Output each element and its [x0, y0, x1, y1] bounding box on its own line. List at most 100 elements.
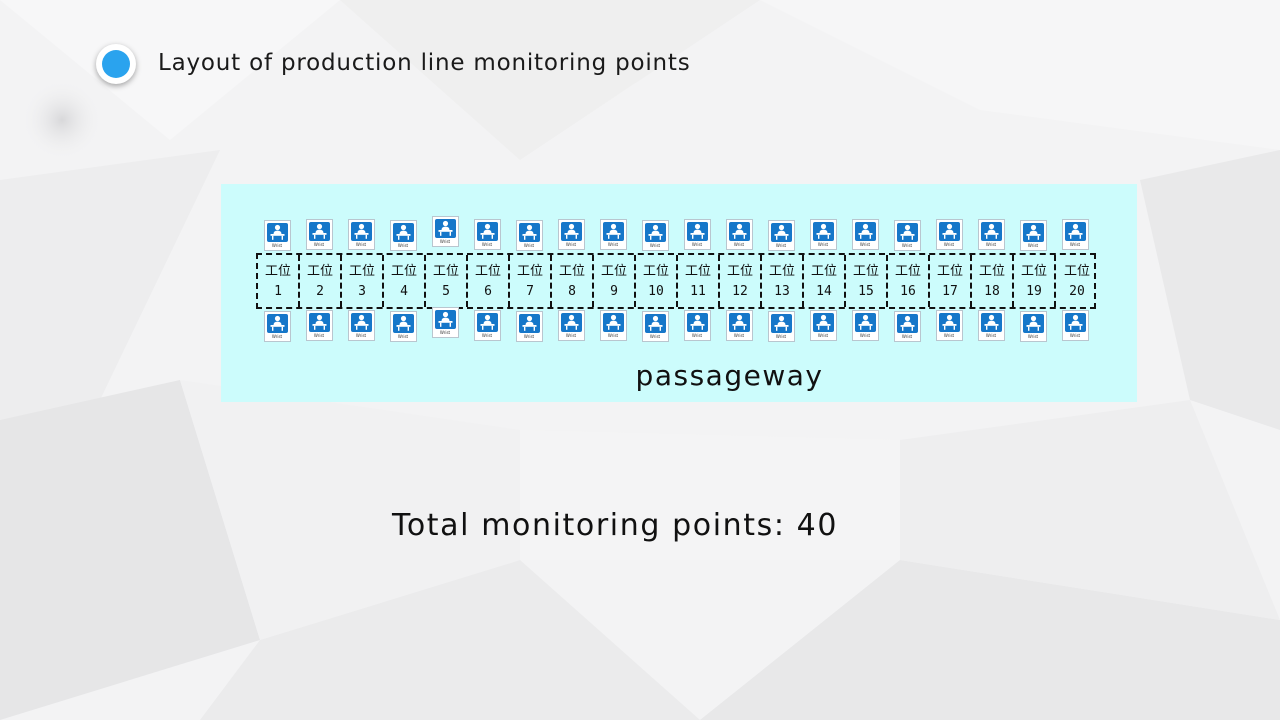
monitoring-point-caption: Wrist: [649, 243, 661, 248]
workstation-number: 12: [732, 284, 748, 299]
monitoring-point-top-13: Wrist: [767, 220, 795, 251]
monitoring-point-caption: Wrist: [1069, 242, 1081, 247]
worker-at-desk-icon: [518, 314, 540, 333]
workstation-label: 工位: [768, 264, 795, 279]
workstation-number: 13: [774, 284, 790, 299]
worker-at-desk-icon: [644, 223, 666, 242]
worker-at-desk-icon: [812, 313, 834, 332]
workstation-label: 工位: [600, 264, 627, 279]
worker-at-desk-icon: [518, 223, 540, 242]
monitoring-point-top-14: Wrist: [809, 219, 837, 250]
monitoring-point-caption: Wrist: [901, 243, 913, 248]
monitoring-point-caption: Wrist: [691, 242, 703, 247]
workstation-number: 18: [984, 284, 1000, 299]
worker-at-desk-icon: [854, 313, 876, 332]
monitoring-point-caption: Wrist: [565, 242, 577, 247]
monitoring-point-caption: Wrist: [775, 334, 787, 339]
passageway-label: passageway: [635, 359, 824, 392]
monitoring-point-caption: Wrist: [1069, 333, 1081, 338]
workstation-14: 工位 14: [804, 255, 846, 307]
workstation-label: 工位: [264, 264, 291, 279]
monitoring-point-caption: Wrist: [1027, 243, 1039, 248]
workstation-5: 工位 5: [426, 255, 468, 307]
workstation-label: 工位: [474, 264, 501, 279]
monitoring-point-caption: Wrist: [733, 242, 745, 247]
workstation-number: 16: [900, 284, 916, 299]
monitoring-point-top-2: Wrist: [305, 219, 333, 250]
monitoring-point-bottom-16: Wrist: [893, 311, 921, 342]
monitoring-point-caption: Wrist: [901, 334, 913, 339]
monitoring-point-caption: Wrist: [607, 333, 619, 338]
worker-at-desk-icon: [266, 223, 288, 242]
monitoring-point-caption: Wrist: [397, 334, 409, 339]
monitoring-point-top-1: Wrist: [263, 220, 291, 251]
workstation-12: 工位 12: [720, 255, 762, 307]
worker-at-desk-icon: [1022, 223, 1044, 242]
workstation-number: 11: [690, 284, 706, 299]
monitoring-point-caption: Wrist: [481, 333, 493, 338]
monitoring-point-top-6: Wrist: [473, 219, 501, 250]
worker-at-desk-icon: [434, 310, 456, 329]
worker-at-desk-icon: [476, 313, 498, 332]
workstation-number: 8: [568, 284, 576, 299]
workstation-label: 工位: [432, 264, 459, 279]
workstation-number: 19: [1026, 284, 1042, 299]
worker-at-desk-icon: [392, 223, 414, 242]
worker-at-desk-icon: [350, 313, 372, 332]
worker-at-desk-icon: [308, 222, 330, 241]
worker-at-desk-icon: [644, 314, 666, 333]
monitoring-point-caption: Wrist: [355, 333, 367, 338]
monitoring-point-top-5: Wrist: [431, 216, 459, 247]
monitoring-point-top-17: Wrist: [935, 219, 963, 250]
worker-at-desk-icon: [728, 222, 750, 241]
monitoring-point-caption: Wrist: [817, 333, 829, 338]
monitoring-point-top-20: Wrist: [1061, 219, 1089, 250]
workstation-label: 工位: [810, 264, 837, 279]
workstation-number: 9: [610, 284, 618, 299]
worker-at-desk-icon: [602, 222, 624, 241]
worker-at-desk-icon: [434, 219, 456, 238]
monitoring-point-caption: Wrist: [649, 334, 661, 339]
monitoring-point-bottom-1: Wrist: [263, 311, 291, 342]
monitoring-point-bottom-19: Wrist: [1019, 311, 1047, 342]
monitoring-point-bottom-11: Wrist: [683, 310, 711, 341]
monitoring-point-bottom-14: Wrist: [809, 310, 837, 341]
monitoring-point-caption: Wrist: [943, 242, 955, 247]
workstation-number: 15: [858, 284, 874, 299]
monitoring-point-caption: Wrist: [775, 243, 787, 248]
monitoring-point-top-16: Wrist: [893, 220, 921, 251]
monitoring-point-caption: Wrist: [355, 242, 367, 247]
monitoring-point-caption: Wrist: [691, 333, 703, 338]
monitoring-point-caption: Wrist: [565, 333, 577, 338]
workstation-label: 工位: [516, 264, 543, 279]
workstation-label: 工位: [1063, 264, 1090, 279]
monitoring-point-top-15: Wrist: [851, 219, 879, 250]
total-monitoring-points: Total monitoring points: 40: [392, 508, 839, 543]
worker-at-desk-icon: [476, 222, 498, 241]
worker-at-desk-icon: [728, 313, 750, 332]
worker-at-desk-icon: [770, 223, 792, 242]
worker-at-desk-icon: [308, 313, 330, 332]
monitoring-point-bottom-6: Wrist: [473, 310, 501, 341]
monitoring-point-top-10: Wrist: [641, 220, 669, 251]
monitoring-point-caption: Wrist: [439, 330, 451, 335]
worker-at-desk-icon: [854, 222, 876, 241]
worker-at-desk-icon: [980, 313, 1002, 332]
monitoring-point-caption: Wrist: [313, 333, 325, 338]
workstation-number: 5: [442, 284, 450, 299]
worker-at-desk-icon: [938, 222, 960, 241]
workstation-label: 工位: [726, 264, 753, 279]
worker-at-desk-icon: [1064, 222, 1086, 241]
workstation-label: 工位: [936, 264, 963, 279]
monitoring-point-caption: Wrist: [1027, 334, 1039, 339]
workstation-number: 14: [816, 284, 832, 299]
